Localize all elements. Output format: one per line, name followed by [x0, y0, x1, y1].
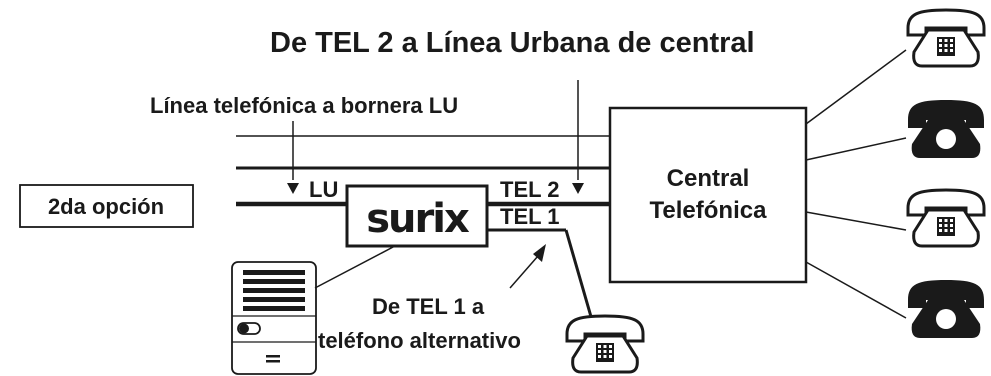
- linea-telefonica-label: Línea telefónica a bornera LU: [150, 93, 458, 118]
- de-tel1-label-line1: De TEL 1 a: [372, 294, 485, 319]
- arrow-up-icon: [533, 244, 546, 262]
- tel2-label: TEL 2: [500, 177, 560, 202]
- push-button-telephone-icon: [906, 8, 986, 68]
- surix-logo: surix: [366, 196, 470, 242]
- push-button-telephone-icon: [565, 314, 645, 374]
- extension-line-1: [805, 49, 907, 125]
- option-label: 2da opción: [48, 194, 164, 219]
- extension-line-3: [805, 211, 907, 231]
- tel1-arrow-shaft: [509, 255, 539, 289]
- tel1-label: TEL 1: [500, 204, 560, 229]
- surix-device-box: [345, 184, 489, 248]
- arrow-down-icon: [287, 183, 299, 194]
- rotary-telephone-icon: [908, 100, 984, 158]
- diagram-title: De TEL 2 a Línea Urbana de central: [270, 27, 755, 59]
- de-tel1-label-line2: teléfono alternativo: [318, 328, 521, 353]
- extension-line-4: [805, 261, 907, 319]
- push-button-telephone-icon: [906, 188, 986, 248]
- extension-line-2: [805, 137, 907, 161]
- rotary-telephone-icon: [908, 280, 984, 338]
- arrow-down-icon: [572, 183, 584, 194]
- central-label-line1: Central: [667, 165, 750, 192]
- lu-label: LU: [309, 177, 338, 202]
- door-intercom-panel-icon: [231, 261, 317, 375]
- central-exchange-box: [608, 106, 808, 284]
- line-surix-to-panel: [314, 245, 396, 289]
- option-box: [19, 184, 194, 228]
- central-label-line2: Telefónica: [650, 197, 768, 224]
